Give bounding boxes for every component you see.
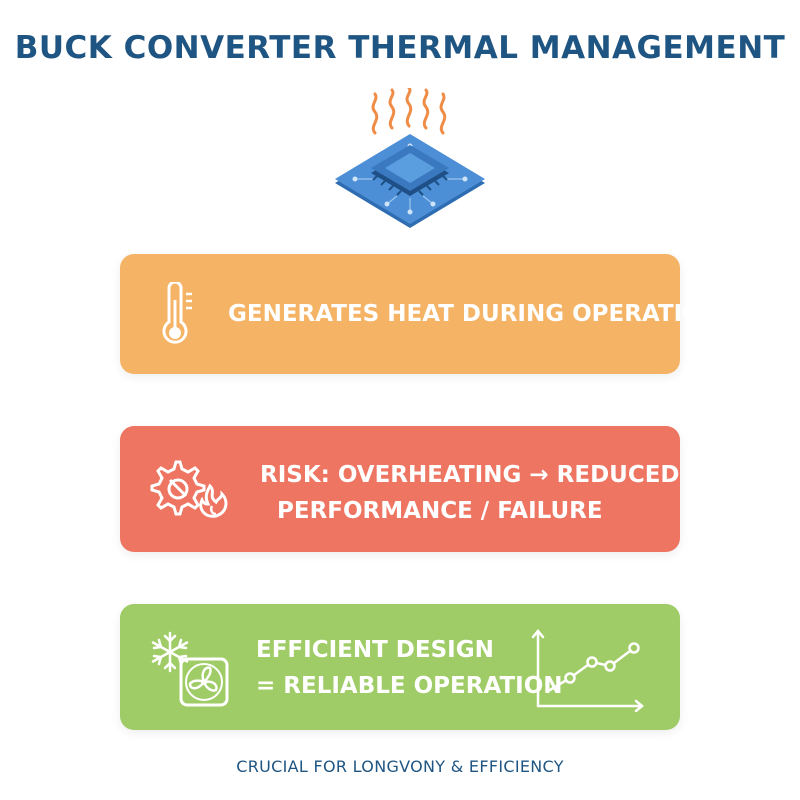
card-risk-line-2: PERFORMANCE / FAILURE: [277, 498, 603, 524]
card-risk-line-1: RISK: OVERHEATING → REDUCED: [260, 462, 680, 488]
card-efficiency-line-2: = RELIABLE OPERATION: [256, 673, 563, 699]
heat-waves-icon: [371, 88, 447, 135]
diagram-title: BUCK CONVERTER THERMAL MANAGEMENT: [14, 30, 786, 66]
card-efficiency-text: EFFICIENT DESIGN = RELIABLE OPERATION: [256, 632, 563, 704]
chip-icon: [335, 88, 485, 228]
card-risk: RISK: OVERHEATING → REDUCED PERFORMANCE …: [120, 426, 680, 552]
card-heat-text: GENERATES HEAT DURING OPERATION: [228, 296, 721, 332]
card-heat-generation: GENERATES HEAT DURING OPERATION: [120, 254, 721, 374]
card-efficiency: EFFICIENT DESIGN = RELIABLE OPERATION: [120, 604, 680, 730]
thermometer-icon: [162, 282, 192, 344]
gear-flame-icon: [150, 460, 228, 518]
card-efficiency-line-1: EFFICIENT DESIGN: [256, 637, 494, 663]
footer-caption: CRUCIAL FOR LONGVONY & EFFICIENCY: [236, 757, 564, 776]
card-heat-line-1: GENERATES HEAT DURING OPERATION: [228, 301, 721, 327]
fan-icon: [179, 657, 229, 707]
line-chart-icon: [531, 629, 644, 712]
card-risk-text: RISK: OVERHEATING → REDUCED PERFORMANCE …: [260, 457, 680, 529]
